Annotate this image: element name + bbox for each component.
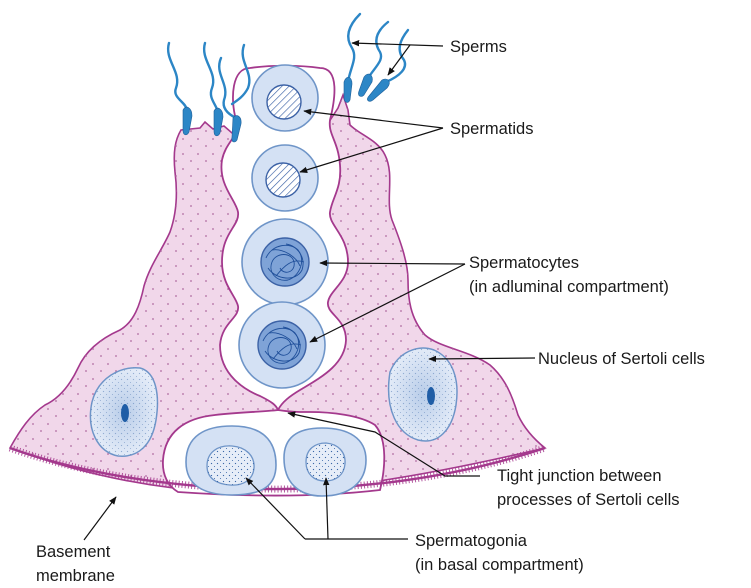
- label-spermatogonia: Spermatogonia: [415, 532, 528, 550]
- label-spermatids: Spermatids: [450, 120, 533, 138]
- label-spermatocytes: Spermatocytes: [469, 254, 579, 272]
- label-membrane: membrane: [36, 567, 115, 585]
- spermatid-upper: [252, 65, 318, 131]
- label-adluminal-compartment: (in adluminal compartment): [469, 278, 669, 296]
- label-sperms: Sperms: [450, 38, 507, 56]
- spermatocyte-lower: [239, 302, 325, 388]
- label-tight-junction: Tight junction between: [497, 467, 662, 485]
- label-basal-compartment: (in basal compartment): [415, 556, 584, 574]
- spermatid-lower: [252, 145, 318, 211]
- spermatogonium-left: [186, 426, 276, 495]
- label-basement: Basement: [36, 543, 111, 561]
- label-sertoli-processes: processes of Sertoli cells: [497, 491, 680, 509]
- label-sertoli-nucleus: Nucleus of Sertoli cells: [538, 350, 705, 368]
- spermatogonium-right: [284, 428, 366, 496]
- sertoli-nucleus-right: [389, 348, 457, 441]
- spermatocyte-upper: [242, 219, 328, 305]
